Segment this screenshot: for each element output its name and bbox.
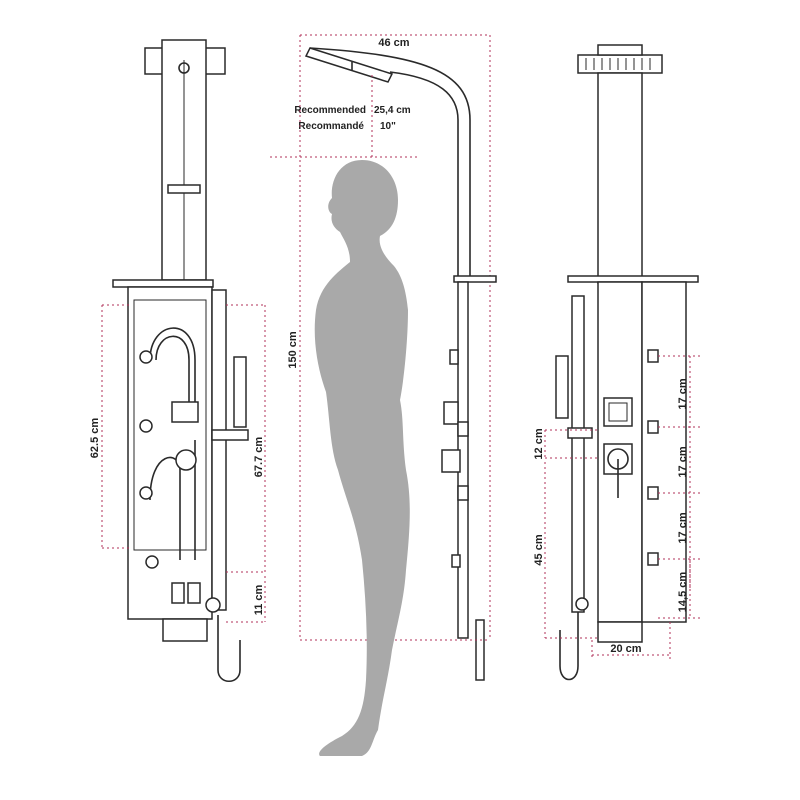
panel-body [127, 286, 213, 620]
label-67-7: 67.7 cm [253, 437, 265, 478]
person-silhouette [314, 160, 410, 756]
back-jet-2 [647, 420, 659, 434]
back-hose-connector [575, 597, 589, 611]
rain-head [304, 47, 394, 83]
back-shower-hose [559, 612, 579, 681]
back-rain-nozzles [585, 58, 651, 70]
side-shelf [453, 275, 497, 283]
panel-inner [133, 299, 207, 551]
bottom-bracket [162, 618, 208, 642]
shelf [112, 279, 214, 288]
side-view: 46 cm Recommended Recommandé 25,4 cm 10"… [270, 34, 497, 756]
hose-upper [149, 327, 196, 420]
label-17-3: 17 cm [677, 512, 689, 543]
label-46: 46 cm [378, 37, 409, 49]
label-recommended-fr: Recommandé [298, 121, 364, 132]
side-jet-3 [457, 485, 469, 501]
side-hose-pipe [475, 619, 485, 681]
back-jet-1 [647, 349, 659, 363]
label-recommended-cm: 25,4 cm [374, 105, 411, 116]
front-view: 62.5 cm 67.7 cm 11 cm [89, 39, 266, 683]
back-jet-4 [647, 552, 659, 566]
label-12: 12 cm [533, 428, 545, 459]
back-slide-holder [567, 427, 593, 439]
valve-left [171, 582, 185, 604]
back-hand-shower [555, 355, 569, 419]
side-control-1 [443, 401, 459, 425]
back-slide-bar [571, 295, 585, 613]
label-150: 150 cm [287, 331, 299, 369]
back-rain-head [577, 54, 663, 74]
hose-lower [149, 456, 181, 560]
arm-outer [309, 47, 471, 280]
label-62-5: 62.5 cm [89, 418, 101, 459]
label-recommended-in: 10" [380, 121, 396, 132]
jet-1 [139, 350, 153, 364]
jet-4 [145, 555, 159, 569]
label-17-2: 17 cm [677, 446, 689, 477]
back-jet-3 [647, 486, 659, 500]
back-view: 17 cm 17 cm 17 cm 14,5 cm 12 cm 45 cm 20… [533, 44, 700, 681]
label-14-5: 14,5 cm [677, 572, 689, 613]
side-jet-2 [457, 421, 469, 437]
hose-connector [205, 597, 221, 613]
side-control-2 [441, 449, 461, 473]
back-bottom-bracket [597, 621, 643, 643]
arm-inner [389, 71, 459, 280]
label-17-1: 17 cm [677, 378, 689, 409]
back-rain-mount [597, 44, 643, 56]
hand-shower [233, 356, 247, 428]
back-panel-side [641, 281, 687, 623]
diverter [175, 449, 197, 471]
shower-hose [217, 615, 241, 683]
jet-3 [139, 486, 153, 500]
back-shelf [567, 275, 699, 283]
label-45: 45 cm [533, 534, 545, 565]
hose-upper-inner [155, 335, 190, 420]
back-control-1 [603, 397, 633, 427]
column-clamp [167, 184, 201, 194]
side-jet-1 [449, 349, 459, 365]
valve-right [187, 582, 201, 604]
jet-2 [139, 419, 153, 433]
slide-bar [211, 289, 227, 611]
label-20: 20 cm [610, 643, 641, 655]
side-jet-4 [451, 554, 461, 568]
back-column [597, 72, 643, 284]
label-recommended-en: Recommended [294, 105, 366, 116]
column-joint [178, 62, 190, 74]
label-11: 11 cm [253, 584, 265, 615]
slide-holder [211, 429, 249, 441]
mixer-valve [171, 401, 199, 423]
